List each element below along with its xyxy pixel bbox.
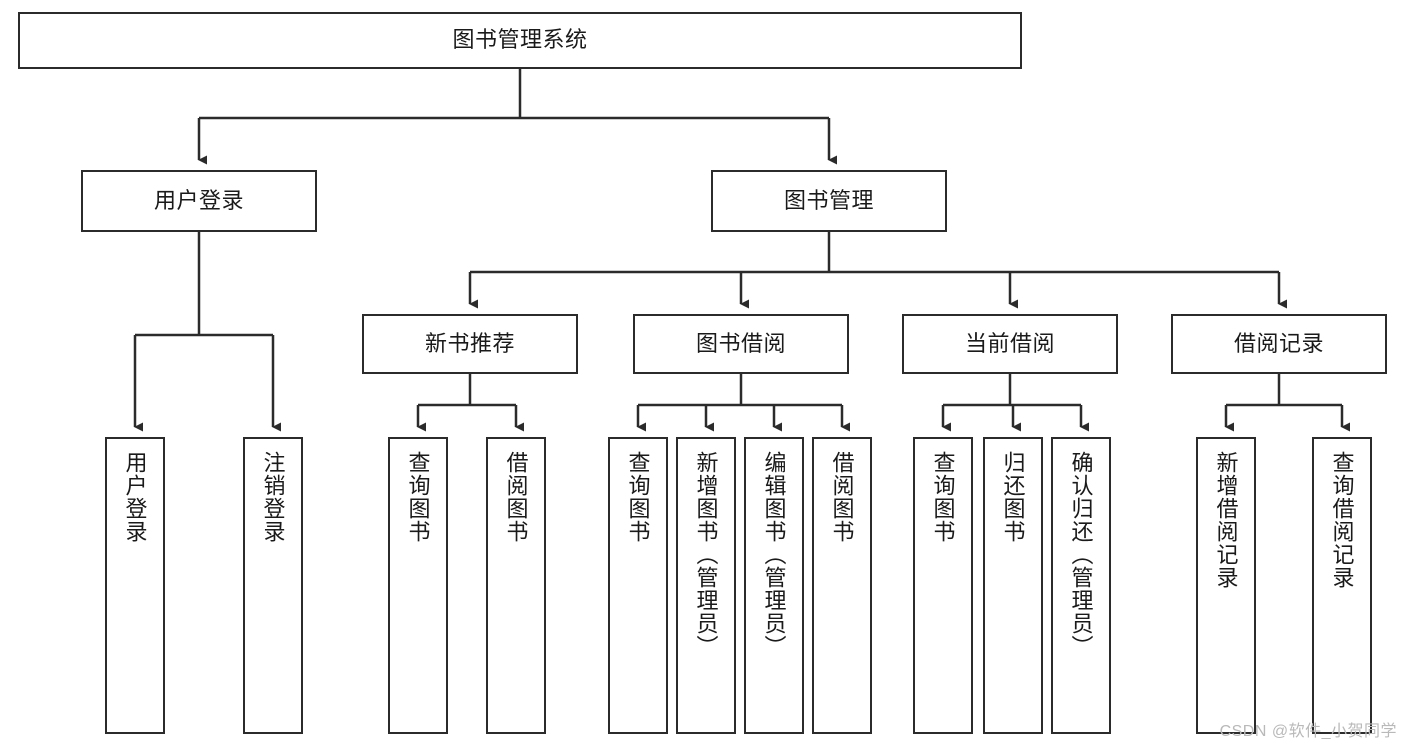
node-root[interactable]: 图书管理系统 — [18, 12, 1022, 69]
node-user-login-label: 用户登录 — [153, 187, 244, 213]
node-leaf-edit-book-label: 编辑图书（管理员） — [761, 451, 787, 658]
node-leaf-confirm-return-label: 确认归还（管理员） — [1068, 451, 1094, 658]
node-borrow-record[interactable]: 借阅记录 — [1171, 314, 1387, 374]
node-leaf-borrow-book-2[interactable]: 借阅图书 — [812, 437, 872, 734]
node-leaf-add-book[interactable]: 新增图书（管理员） — [676, 437, 736, 734]
node-leaf-borrow-book-2-label: 借阅图书 — [829, 451, 855, 543]
node-leaf-edit-book[interactable]: 编辑图书（管理员） — [744, 437, 804, 734]
node-leaf-query-book-2[interactable]: 查询图书 — [608, 437, 668, 734]
node-leaf-logout-label: 注销登录 — [260, 451, 286, 543]
node-current-borrow[interactable]: 当前借阅 — [902, 314, 1118, 374]
node-leaf-query-book-1-label: 查询图书 — [405, 451, 431, 543]
node-leaf-query-book-3[interactable]: 查询图书 — [913, 437, 973, 734]
node-leaf-query-record[interactable]: 查询借阅记录 — [1312, 437, 1372, 734]
node-new-book-recommend[interactable]: 新书推荐 — [362, 314, 578, 374]
node-leaf-query-book-2-label: 查询图书 — [625, 451, 651, 543]
node-leaf-logout[interactable]: 注销登录 — [243, 437, 303, 734]
node-new-book-recommend-label: 新书推荐 — [424, 330, 515, 356]
node-leaf-return-book-label: 归还图书 — [1000, 451, 1026, 543]
node-leaf-user-login-label: 用户登录 — [122, 451, 148, 543]
node-root-label: 图书管理系统 — [452, 27, 588, 53]
node-leaf-query-book-3-label: 查询图书 — [930, 451, 956, 543]
node-leaf-query-record-label: 查询借阅记录 — [1329, 451, 1355, 589]
node-book-borrow[interactable]: 图书借阅 — [633, 314, 849, 374]
node-book-manage[interactable]: 图书管理 — [711, 170, 947, 232]
watermark: CSDN @软件_小贺同学 — [1219, 723, 1397, 740]
node-book-borrow-label: 图书借阅 — [695, 330, 786, 356]
node-leaf-add-book-label: 新增图书（管理员） — [693, 451, 719, 658]
node-leaf-borrow-book-1[interactable]: 借阅图书 — [486, 437, 546, 734]
node-leaf-return-book[interactable]: 归还图书 — [983, 437, 1043, 734]
node-borrow-record-label: 借阅记录 — [1233, 330, 1324, 356]
node-leaf-borrow-book-1-label: 借阅图书 — [503, 451, 529, 543]
node-leaf-add-record-label: 新增借阅记录 — [1213, 451, 1239, 589]
node-book-manage-label: 图书管理 — [783, 187, 874, 213]
node-leaf-confirm-return[interactable]: 确认归还（管理员） — [1051, 437, 1111, 734]
node-current-borrow-label: 当前借阅 — [964, 330, 1055, 356]
node-leaf-add-record[interactable]: 新增借阅记录 — [1196, 437, 1256, 734]
node-user-login[interactable]: 用户登录 — [81, 170, 317, 232]
node-leaf-query-book-1[interactable]: 查询图书 — [388, 437, 448, 734]
node-leaf-user-login[interactable]: 用户登录 — [105, 437, 165, 734]
